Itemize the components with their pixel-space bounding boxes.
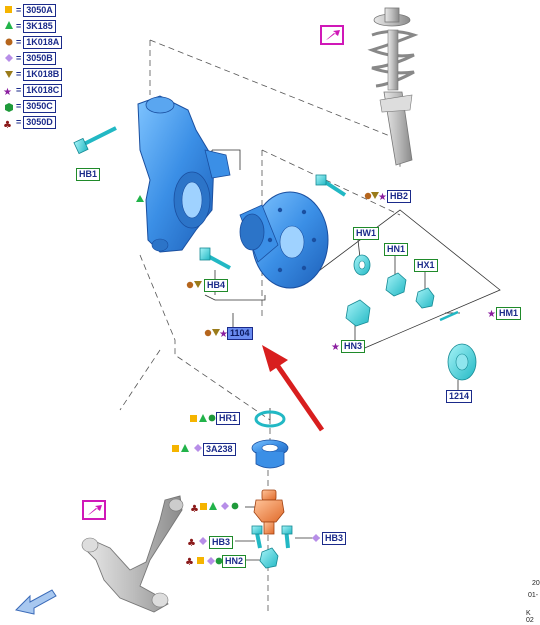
callout-hr1[interactable]: HR1 [216,412,241,425]
steering-knuckle [137,95,231,253]
callout-hm1[interactable]: HM1 [496,307,522,320]
callout-hn2[interactable]: HN2 [222,555,247,568]
nut-hn1 [385,272,407,297]
legend-row-3: = 1K018A [4,35,63,49]
legend-code[interactable]: 1K018A [23,35,63,49]
attention-arrow [262,345,325,432]
strut-assembly [367,7,419,166]
legend-eq: = [16,53,22,63]
callout-hx1[interactable]: HX1 [414,259,438,272]
nut-hn2 [259,547,279,569]
legend-row-4: = 3050B [4,51,56,65]
dust-cap-1214 [447,343,477,381]
footer-line-3: K 02 [526,610,534,624]
retaining-ring-hr1 [254,410,286,428]
callout-hb2[interactable]: HB2 [387,190,412,203]
legend-code[interactable]: 3K185 [23,19,56,33]
legend-code[interactable]: 3050B [23,51,56,65]
legend-eq: = [16,85,22,95]
pin-hm1 [439,310,459,322]
callout-hb3-right[interactable]: HB3 [322,532,347,545]
seal-3a238 [251,439,289,469]
svg-text:★: ★ [378,192,387,203]
legend-row-7: = 3050C [4,99,56,113]
legend-row-8: = 3050D [4,115,56,129]
callout-1104[interactable]: 1104 [227,327,253,340]
callout-hb3-left[interactable]: HB3 [209,536,234,549]
legend-eq: = [16,37,22,47]
bolt-hb3-right [281,525,293,549]
callout-hb1[interactable]: HB1 [76,168,101,181]
callout-hw1[interactable]: HW1 [353,227,379,240]
callout-hn1[interactable]: HN1 [384,243,409,256]
legend-row-6: = 1K018C [4,83,63,97]
svg-text:♣: ♣ [185,557,194,568]
legend-code[interactable]: 1K018C [23,83,63,97]
svg-text:★: ★ [331,342,340,353]
lower-control-arm [81,495,184,613]
legend-row-5: = 1K018B [4,67,63,81]
svg-text:♣: ♣ [3,120,12,131]
callout-1214[interactable]: 1214 [446,390,473,403]
legend-code[interactable]: 3050A [23,3,56,17]
legend-eq: = [16,69,22,79]
bolt-hb2 [315,174,347,197]
callout-symbols: ★ ★ ★ ★ ♣ ♣ ♣ [136,192,496,568]
svg-text:★: ★ [487,309,496,320]
legend-eq: = [16,117,22,127]
bolt-hb4 [199,247,231,270]
footer-line-1: 20 [532,580,540,587]
nut-hn3 [345,299,371,327]
legend-code[interactable]: 1K018B [23,67,63,81]
front-direction-arrow-icon [15,589,57,615]
ball-joint [253,489,285,535]
legend-eq: = [16,101,22,111]
svg-text:★: ★ [3,87,12,98]
legend-symbols: ★ ♣ [3,6,13,131]
legend-row-1: = 3050A [4,3,56,17]
legend-code[interactable]: 3050C [23,99,56,113]
legend-code[interactable]: 3050D [23,115,56,129]
legend-row-2: = 3K185 [4,19,56,33]
svg-text:★: ★ [219,329,228,340]
nut-hx1 [415,287,435,309]
service-note-icon-top[interactable] [320,25,344,45]
bolt-hb1 [73,126,117,155]
svg-text:♣: ♣ [190,504,199,515]
washer-hw1 [353,254,371,276]
callout-hn3[interactable]: HN3 [341,340,366,353]
svg-text:♣: ♣ [187,538,196,549]
callout-3a238[interactable]: 3A238 [203,443,236,456]
wheel-hub [239,191,329,289]
bolt-hb3-left [251,525,263,549]
callout-hb4[interactable]: HB4 [204,279,229,292]
footer-line-2: 01- [528,592,539,599]
service-note-icon-bottom[interactable] [82,500,106,520]
legend-eq: = [16,5,22,15]
legend-eq: = [16,21,22,31]
